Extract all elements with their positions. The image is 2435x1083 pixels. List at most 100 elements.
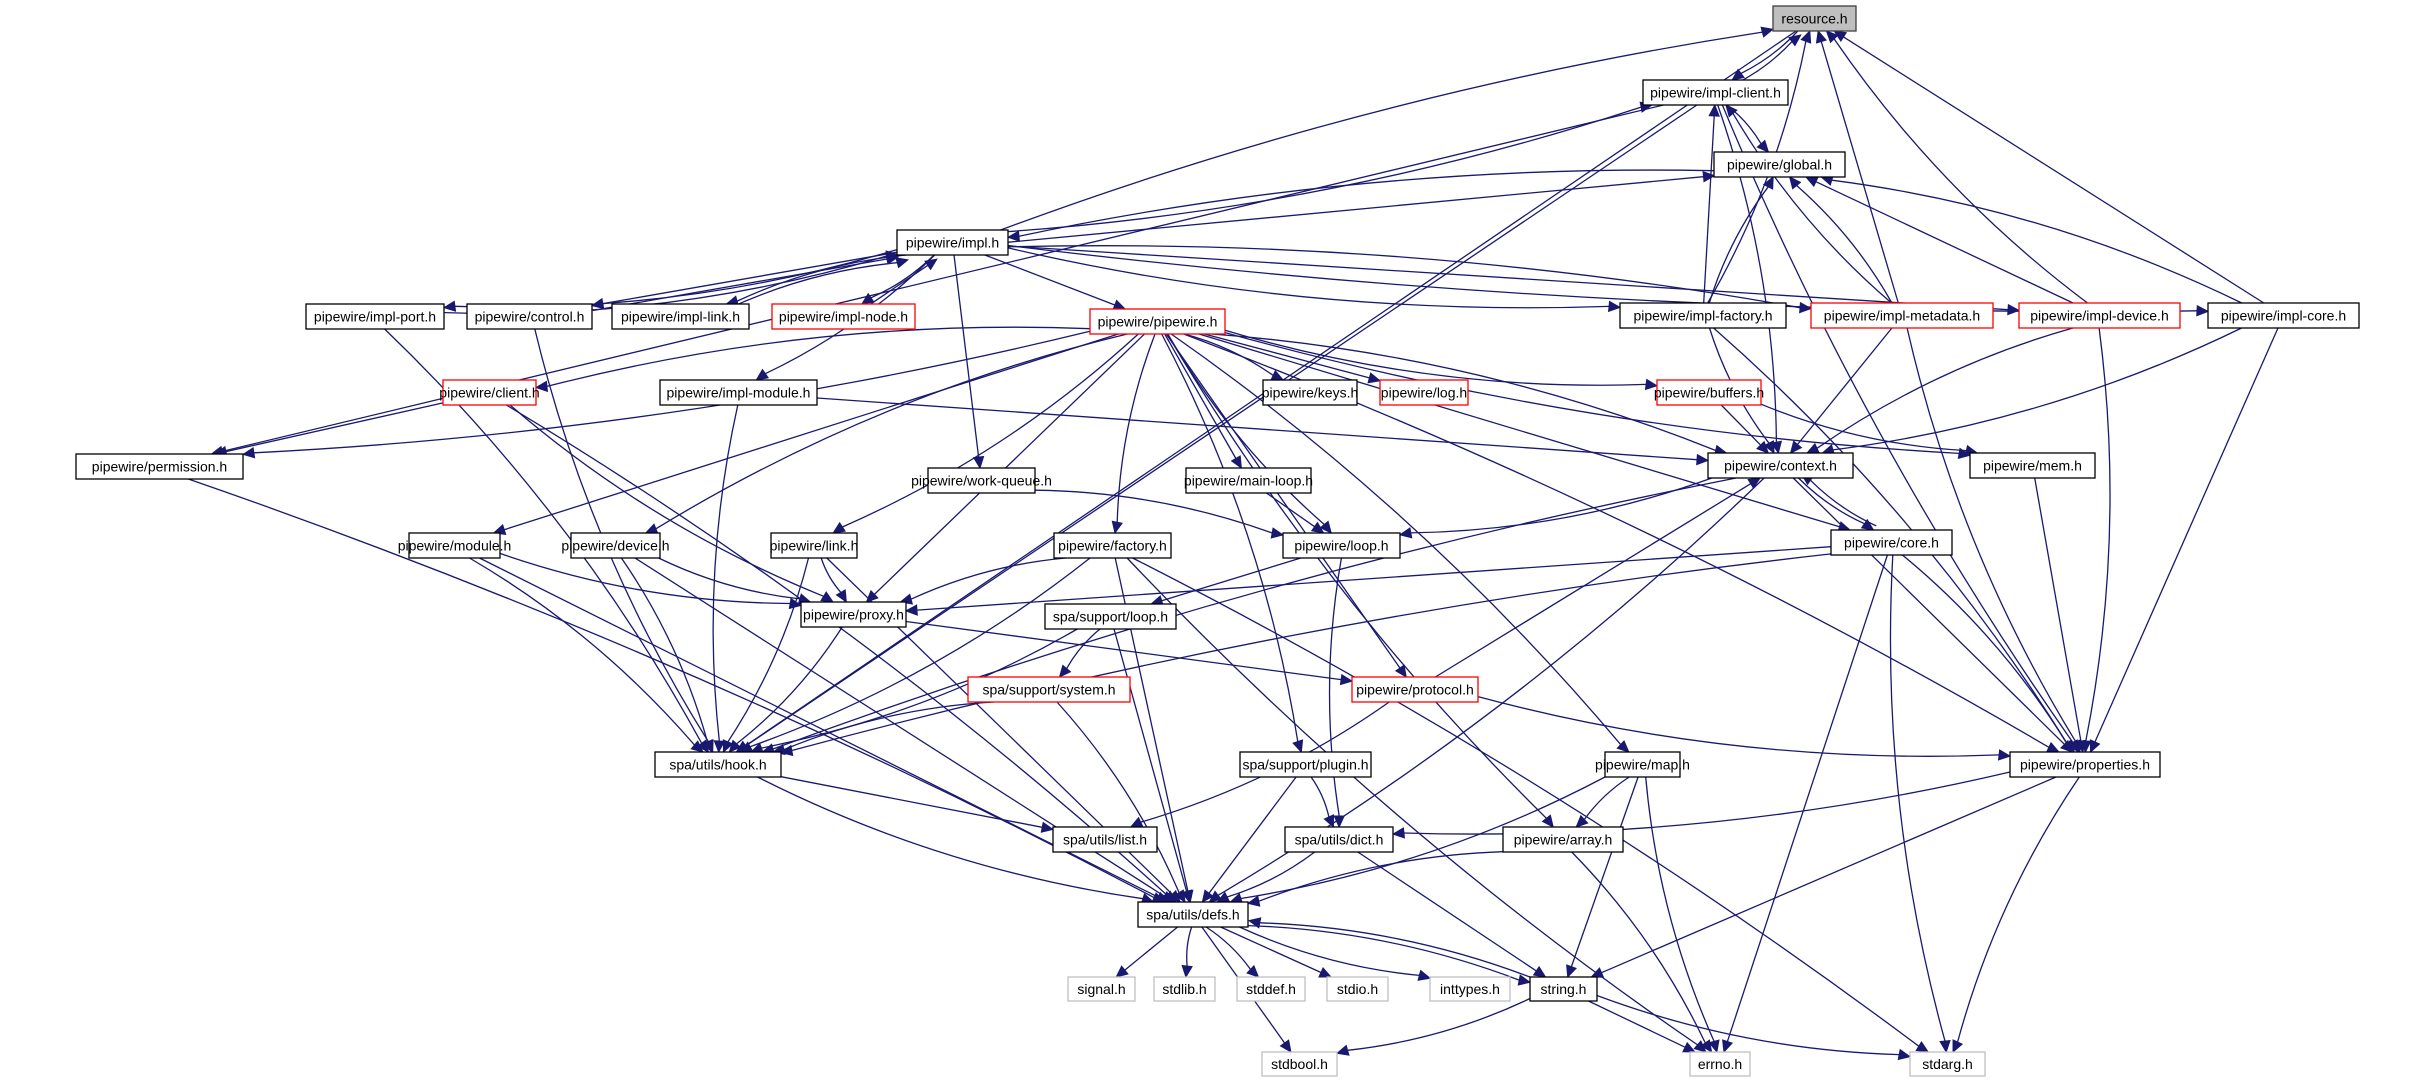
node-defs[interactable]: spa/utils/defs.h	[1137, 901, 1249, 928]
edge-impl_link-to-impl	[727, 262, 898, 310]
node-box	[771, 303, 916, 330]
edge-pipewire-to-module	[504, 333, 1119, 531]
node-label: pipewire/loop.h	[1294, 538, 1388, 554]
node-global[interactable]: pipewire/global.h	[1713, 151, 1846, 178]
edge-impl-to-pipewire	[984, 254, 1116, 306]
node-box	[800, 601, 907, 628]
arrowhead-icon	[1825, 30, 1839, 44]
node-map[interactable]: pipewire/map.h	[1595, 751, 1690, 778]
edge-dict-to-string	[1357, 851, 1537, 972]
arrowhead-icon	[1682, 1041, 1697, 1053]
nodes-layer: resource.hpipewire/impl-client.hpipewire…	[75, 5, 2360, 1077]
arrowhead-icon	[590, 297, 605, 310]
edge-pipewire-to-proxy	[873, 333, 1145, 595]
node-context[interactable]: pipewire/context.h	[1707, 452, 1854, 479]
node-stdbool: stdbool.h	[1261, 1051, 1338, 1077]
node-impl-client[interactable]: pipewire/impl-client.h	[1642, 79, 1789, 106]
edge-pipewire-to-keys	[1184, 333, 1274, 376]
node-control[interactable]: pipewire/control.h	[466, 303, 593, 330]
node-box	[1429, 976, 1511, 1002]
arrowhead-icon	[1318, 966, 1333, 978]
node-box	[1284, 826, 1394, 853]
node-box	[1185, 467, 1312, 494]
edge-map-to-errno	[1645, 776, 1715, 1042]
node-link[interactable]: pipewire/link.h	[770, 532, 859, 559]
arrowhead-icon	[1708, 1039, 1720, 1054]
node-impl-device[interactable]: pipewire/impl-device.h	[2018, 302, 2181, 329]
node-protocol[interactable]: pipewire/protocol.h	[1351, 676, 1479, 703]
node-label: pipewire/impl-core.h	[2221, 308, 2346, 324]
arrowhead-icon	[1058, 664, 1072, 678]
node-box	[1810, 302, 1994, 329]
node-proxy[interactable]: pipewire/proxy.h	[800, 601, 907, 628]
edge-pipewire-to-array	[1166, 333, 1547, 819]
arrowhead-icon	[972, 455, 985, 470]
edge-impl_device-to-resource	[1833, 38, 2088, 304]
arrowhead-icon	[1040, 821, 1055, 833]
node-list[interactable]: spa/utils/list.h	[1052, 826, 1158, 853]
edge-impl_device-to-properties	[2085, 327, 2111, 742]
node-label: inttypes.h	[1440, 981, 1500, 997]
node-box	[1067, 976, 1136, 1002]
edge-spa_loop-to-spa_system	[1066, 628, 1101, 669]
edge-context-to-hook	[772, 477, 1737, 750]
node-work-queue[interactable]: pipewire/work-queue.h	[911, 467, 1052, 494]
arrowhead-icon	[1532, 965, 1547, 978]
node-label: stdbool.h	[1271, 1056, 1328, 1072]
node-permission[interactable]: pipewire/permission.h	[75, 453, 244, 480]
edge-global-to-impl	[1018, 169, 1715, 237]
node-impl-factory[interactable]: pipewire/impl-factory.h	[1619, 302, 1787, 329]
node-mem[interactable]: pipewire/mem.h	[1969, 452, 2096, 479]
arrowhead-icon	[534, 380, 549, 393]
node-label: pipewire/device.h	[561, 538, 669, 554]
edge-properties-to-string	[1601, 776, 2057, 974]
node-label: errno.h	[1698, 1056, 1742, 1072]
edge-hook-to-defs	[757, 776, 1143, 900]
edge-context-to-properties	[1792, 477, 2065, 745]
node-loop[interactable]: pipewire/loop.h	[1282, 532, 1401, 559]
node-spa-loop[interactable]: spa/support/loop.h	[1044, 603, 1177, 630]
node-impl-link[interactable]: pipewire/impl-link.h	[611, 303, 750, 330]
node-box	[1772, 5, 1857, 32]
edge-impl_metadata-to-resource	[1820, 41, 1899, 304]
node-client[interactable]: pipewire/client.h	[439, 379, 540, 406]
node-impl-module[interactable]: pipewire/impl-module.h	[659, 379, 818, 406]
edge-impl-to-impl_core	[1007, 244, 2198, 313]
node-hook[interactable]: spa/utils/hook.h	[654, 751, 782, 778]
node-dict[interactable]: spa/utils/dict.h	[1284, 826, 1394, 853]
node-impl-node[interactable]: pipewire/impl-node.h	[771, 303, 916, 330]
node-main-loop[interactable]: pipewire/main-loop.h	[1184, 467, 1313, 494]
node-factory[interactable]: pipewire/factory.h	[1053, 532, 1172, 559]
node-log[interactable]: pipewire/log.h	[1379, 379, 1469, 406]
edge-core-to-proxy	[916, 546, 1832, 611]
edge-impl_module-to-context	[816, 397, 1698, 461]
node-label: pipewire/impl-port.h	[314, 309, 436, 325]
node-buffers[interactable]: pipewire/buffers.h	[1654, 379, 1764, 406]
node-device[interactable]: pipewire/device.h	[561, 532, 670, 559]
node-label: pipewire/core.h	[1844, 535, 1939, 551]
node-impl[interactable]: pipewire/impl.h	[896, 229, 1009, 256]
node-core[interactable]: pipewire/core.h	[1830, 529, 1953, 556]
node-stdio: stdio.h	[1326, 976, 1389, 1002]
node-string[interactable]: string.h	[1529, 976, 1598, 1002]
edge-context-to-loop	[1410, 477, 1713, 534]
node-spa-system[interactable]: spa/support/system.h	[967, 676, 1131, 703]
node-impl-port[interactable]: pipewire/impl-port.h	[305, 303, 445, 330]
node-array[interactable]: pipewire/array.h	[1502, 826, 1624, 853]
node-module[interactable]: pipewire/module.h	[398, 532, 512, 559]
node-keys[interactable]: pipewire/keys.h	[1262, 379, 1359, 406]
arrowhead-icon	[2007, 303, 2021, 316]
node-impl-metadata[interactable]: pipewire/impl-metadata.h	[1810, 302, 1994, 329]
edge-core-to-properties	[1901, 554, 2068, 745]
node-label: pipewire/factory.h	[1058, 538, 1167, 554]
arrowhead-icon	[1799, 301, 1813, 314]
node-pipewire[interactable]: pipewire/pipewire.h	[1089, 308, 1226, 335]
edge-core-to-hook	[791, 553, 1832, 752]
arrowhead-icon	[1833, 30, 1848, 43]
node-properties[interactable]: pipewire/properties.h	[2009, 751, 2161, 778]
edge-buffers-to-context	[1720, 404, 1762, 446]
node-label: pipewire/context.h	[1724, 458, 1837, 474]
node-impl-core[interactable]: pipewire/impl-core.h	[2207, 302, 2360, 329]
arrowhead-icon	[1725, 104, 1738, 118]
node-plugin[interactable]: spa/support/plugin.h	[1239, 751, 1372, 778]
